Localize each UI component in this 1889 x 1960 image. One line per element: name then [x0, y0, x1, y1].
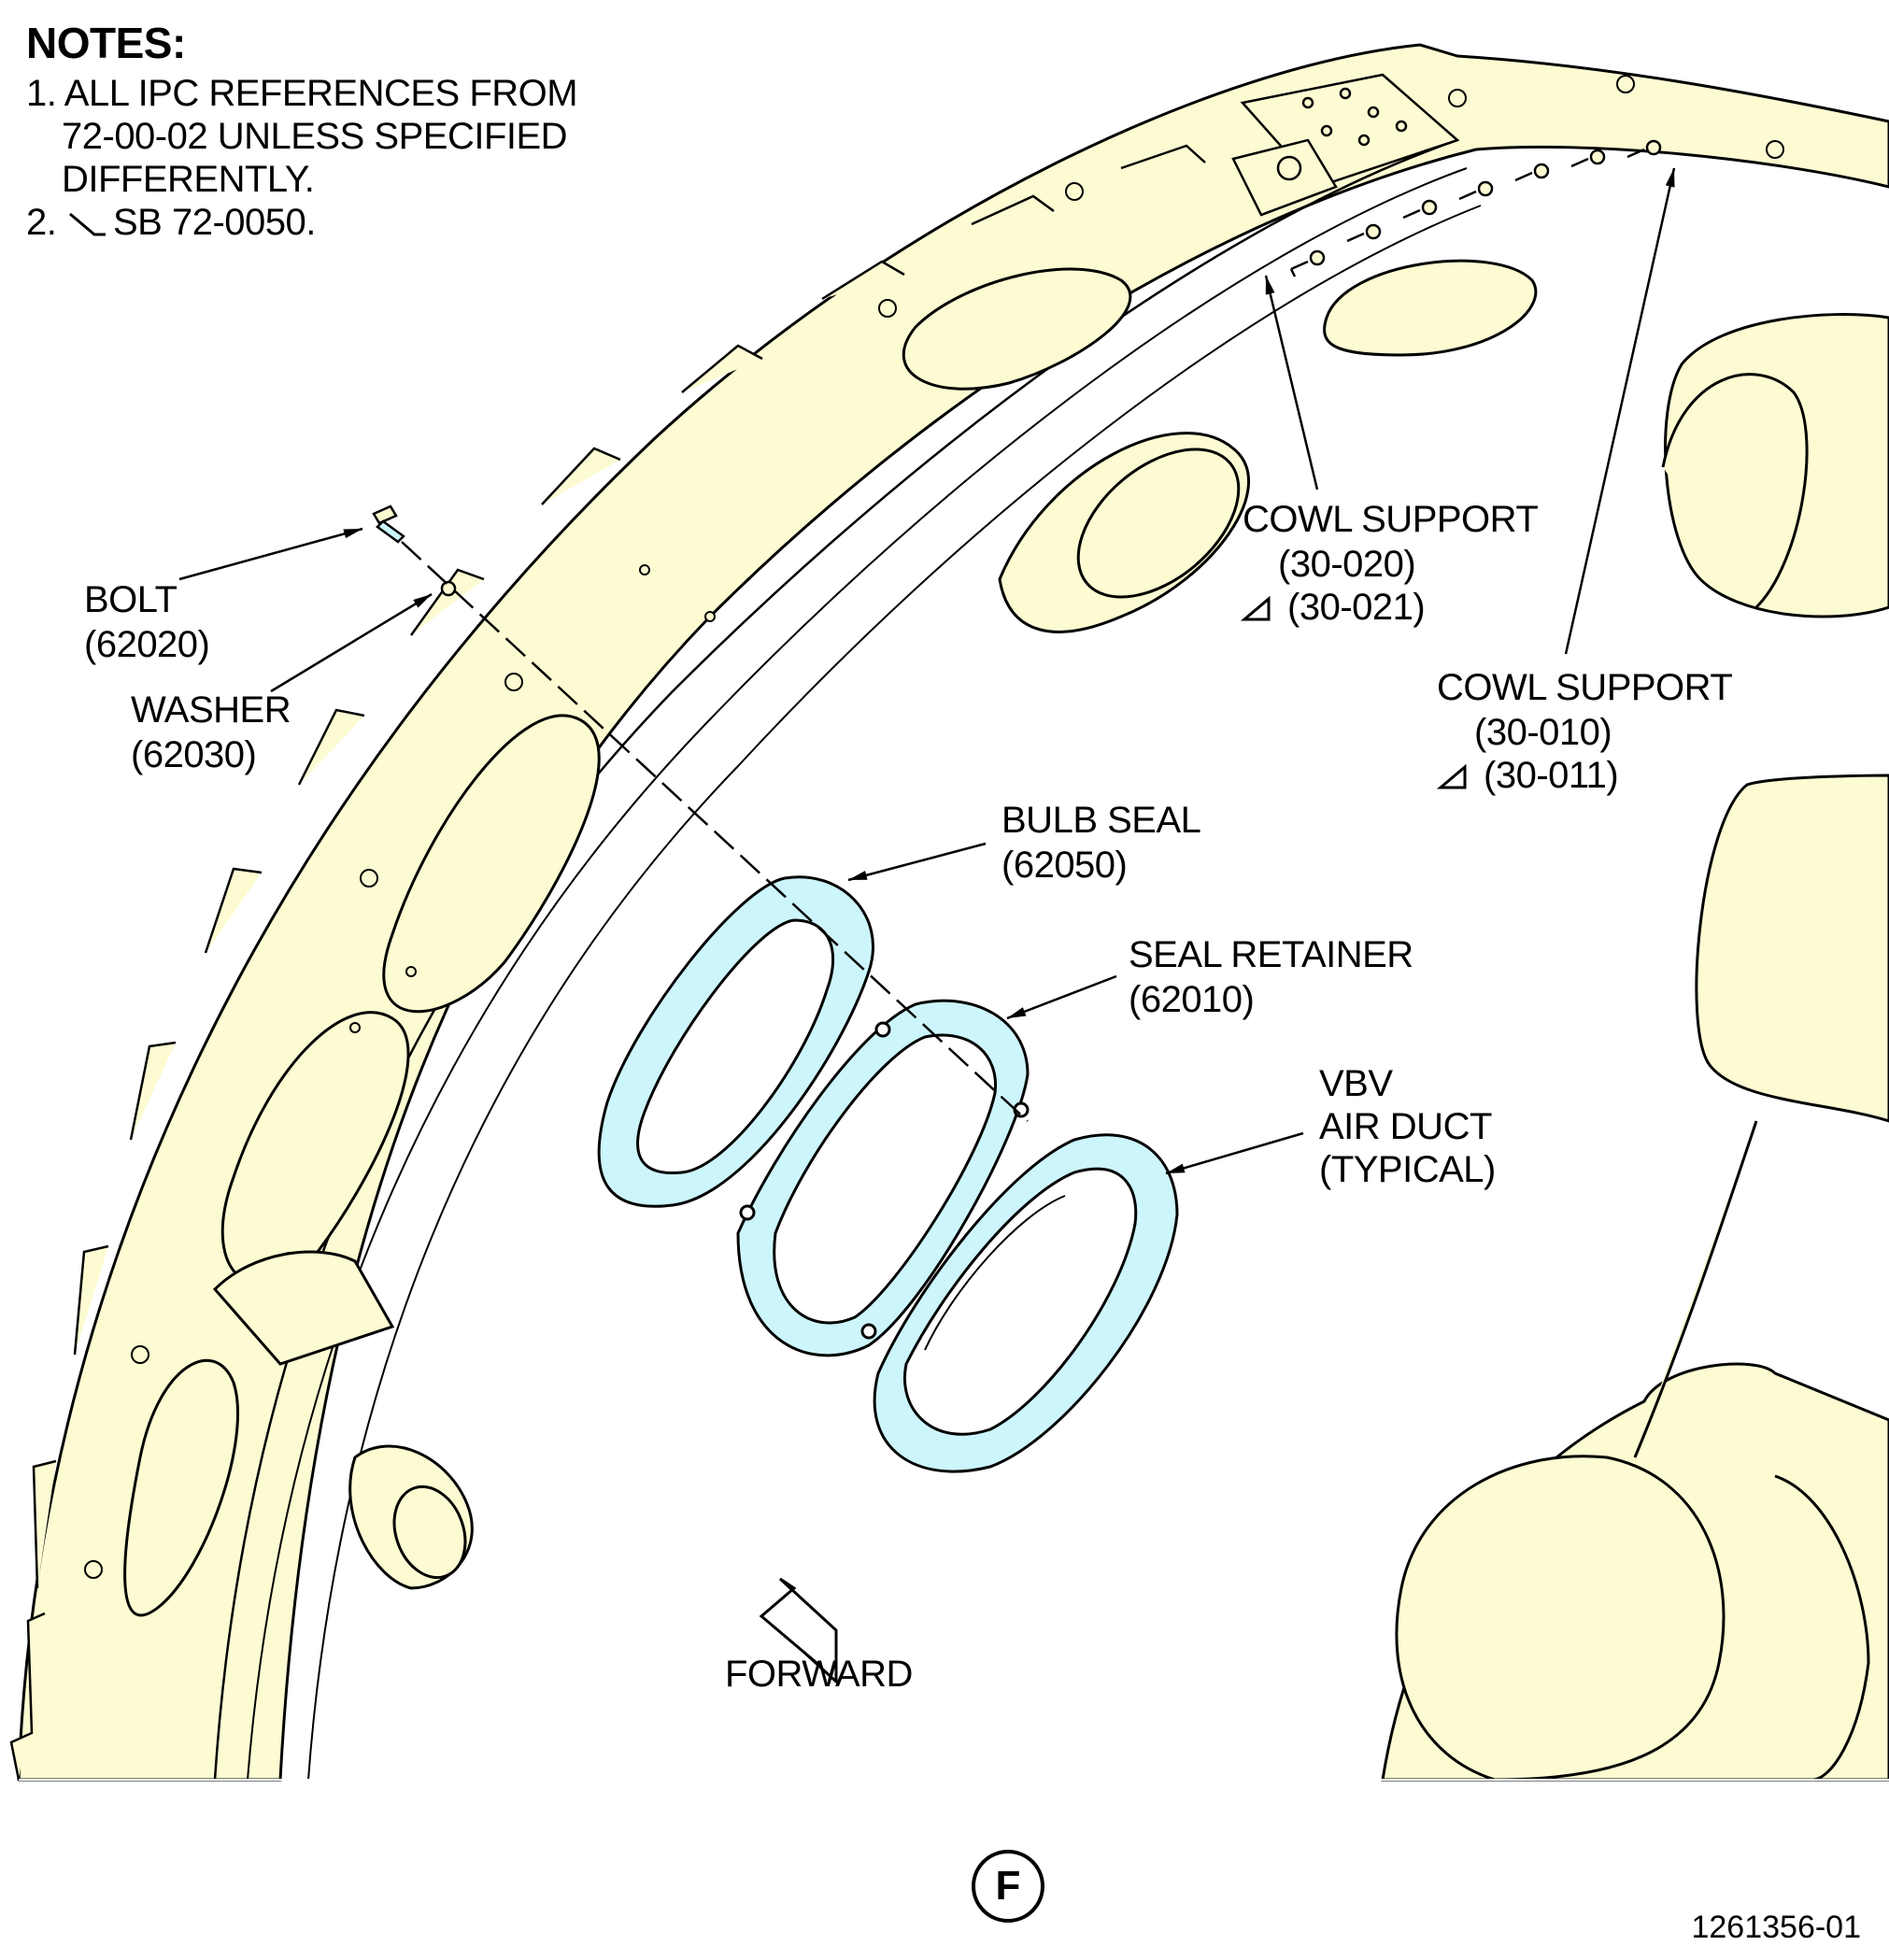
cowl-support-b-sb-ref: (30-011) — [1437, 755, 1619, 797]
bolt-ref: (62020) — [84, 624, 210, 665]
assembly-centerline — [401, 541, 1029, 1122]
cowl-support-a-sb-ref: (30-021) — [1241, 587, 1426, 629]
sb-triangle-icon — [1437, 763, 1478, 791]
note-2-number: 2. — [26, 202, 57, 243]
note-1-line-1: 1. ALL IPC REFERENCES FROM — [26, 73, 578, 114]
seal-retainer-part — [736, 999, 1030, 1357]
notes-title: NOTES: — [26, 19, 186, 67]
vbv-duct-background-left — [212, 1250, 474, 1590]
seal-retainer-ref: (62010) — [1129, 979, 1255, 1020]
bolt-label: BOLT — [84, 579, 178, 620]
bulb-seal-ref: (62050) — [1001, 845, 1128, 886]
note-1-line-2: 72-00-02 UNLESS SPECIFIED — [62, 116, 568, 157]
seal-retainer-label: SEAL RETAINER — [1129, 934, 1413, 975]
vbv-air-duct-label-2: AIR DUCT — [1319, 1106, 1492, 1147]
note-1-line-3: DIFFERENTLY. — [62, 159, 315, 200]
note-2: 2. SB 72-0050. — [26, 202, 316, 244]
cowl-support-studs — [1289, 139, 1662, 277]
bulb-seal-part — [597, 875, 874, 1208]
cowl-support-b-ref: (30-010) — [1474, 712, 1612, 753]
ring-cutouts — [123, 267, 1132, 1617]
cowl-support-a-label: COWL SUPPORT — [1243, 499, 1539, 540]
washer-ref: (62030) — [131, 734, 257, 775]
sb-triangle-icon — [1241, 595, 1282, 623]
vbv-duct-background-top — [998, 259, 1538, 633]
cowl-support-a-ref: (30-020) — [1278, 544, 1416, 585]
bulb-seal-label: BULB SEAL — [1001, 800, 1201, 841]
forward-arrow — [759, 1577, 838, 1685]
bolt-and-washer-parts — [372, 504, 457, 597]
note-2-text: SB 72-0050. — [112, 202, 316, 243]
vbv-air-duct-label-3: (TYPICAL) — [1319, 1149, 1496, 1190]
view-letter: F — [995, 1863, 1021, 1909]
mounting-plate — [1231, 73, 1460, 217]
drawing-number: 1261356-01 — [1691, 1910, 1861, 1945]
view-letter-circle: F — [972, 1850, 1044, 1923]
sb-triangle-icon — [66, 210, 107, 238]
vbv-air-duct-part — [873, 1133, 1179, 1473]
vbv-air-duct-label-1: VBV — [1319, 1063, 1393, 1104]
washer-label: WASHER — [131, 689, 291, 731]
vbv-duct-background-right — [1381, 313, 1889, 1782]
forward-label: FORWARD — [725, 1654, 913, 1695]
cowl-support-b-label: COWL SUPPORT — [1437, 667, 1733, 708]
leader-lines — [178, 167, 1676, 1175]
